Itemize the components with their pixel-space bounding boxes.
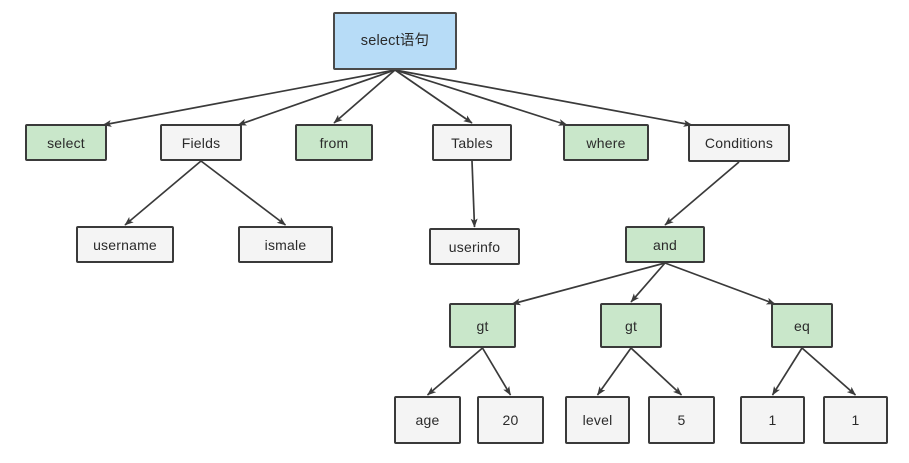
node-select[interactable]: select (25, 124, 107, 161)
node-ismale[interactable]: ismale (238, 226, 333, 263)
node-from[interactable]: from (295, 124, 373, 161)
edge-root-to-conditions (394, 69, 693, 127)
edge-root-to-where (394, 69, 568, 126)
node-five[interactable]: 5 (648, 396, 715, 444)
node-label-one_b: 1 (851, 412, 860, 428)
edge-gt2-to-five (630, 347, 683, 396)
node-label-twenty: 20 (502, 412, 519, 428)
node-root[interactable]: select语句 (333, 12, 457, 70)
node-twenty[interactable]: 20 (477, 396, 544, 444)
node-label-one_a: 1 (768, 412, 777, 428)
node-gt2[interactable]: gt (600, 303, 662, 348)
node-label-userinfo: userinfo (448, 238, 501, 255)
edge-root-to-tables (394, 69, 473, 124)
edge-fields-to-ismale (200, 160, 287, 226)
edge-and-to-gt1 (511, 262, 666, 306)
node-conditions[interactable]: Conditions (688, 124, 790, 162)
edge-root-to-fields (237, 69, 396, 126)
edge-tables-to-userinfo (470, 160, 478, 228)
node-level[interactable]: level (565, 396, 630, 444)
node-label-gt1: gt (476, 317, 489, 334)
node-label-age: age (415, 412, 440, 428)
node-tables[interactable]: Tables (432, 124, 512, 161)
node-label-root: select语句 (360, 32, 430, 49)
edge-gt2-to-level (596, 347, 632, 396)
node-where[interactable]: where (563, 124, 649, 161)
edge-eq-to-one_b (801, 347, 857, 396)
edge-fields-to-username (124, 160, 202, 226)
node-one_a[interactable]: 1 (740, 396, 805, 444)
node-label-five: 5 (677, 412, 686, 428)
node-label-username: username (93, 236, 157, 253)
node-label-conditions: Conditions (704, 135, 774, 151)
edge-root-to-select (102, 69, 396, 127)
edge-gt1-to-age (426, 347, 484, 396)
node-label-and: and (653, 236, 677, 253)
edge-and-to-gt2 (630, 262, 666, 303)
node-label-level: level (582, 412, 613, 428)
edge-and-to-eq (664, 262, 776, 305)
edge-conditions-to-and (664, 161, 740, 226)
node-fields[interactable]: Fields (160, 124, 242, 161)
edge-gt1-to-twenty (481, 347, 512, 396)
node-label-where: where (586, 134, 626, 151)
node-gt1[interactable]: gt (449, 303, 516, 348)
node-userinfo[interactable]: userinfo (429, 228, 520, 265)
edge-root-to-from (333, 69, 396, 124)
node-eq[interactable]: eq (771, 303, 833, 348)
node-age[interactable]: age (394, 396, 461, 444)
node-label-tables: Tables (451, 134, 493, 151)
node-label-eq: eq (794, 317, 810, 334)
node-label-ismale: ismale (264, 236, 307, 253)
node-one_b[interactable]: 1 (823, 396, 888, 444)
node-label-fields: Fields (181, 134, 221, 151)
node-label-select: select (47, 134, 85, 151)
node-username[interactable]: username (76, 226, 174, 263)
node-and[interactable]: and (625, 226, 705, 263)
node-label-gt2: gt (624, 317, 638, 334)
node-label-from: from (319, 134, 349, 151)
edge-eq-to-one_a (771, 347, 803, 396)
